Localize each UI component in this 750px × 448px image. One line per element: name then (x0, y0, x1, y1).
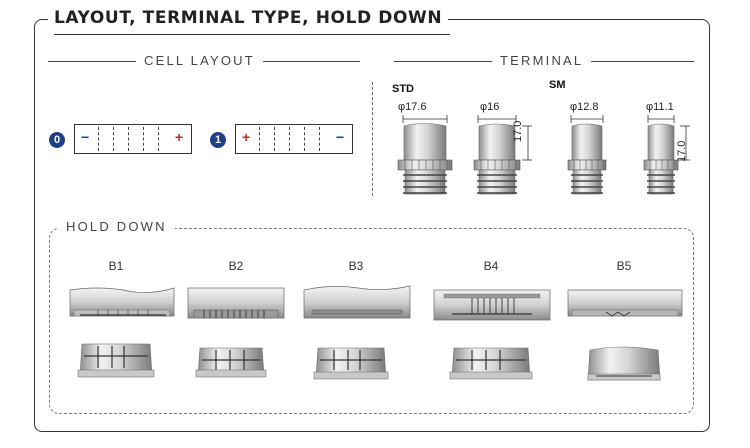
hold-down-heading: HOLD DOWN (58, 219, 175, 234)
terminal-1-diameter: φ17.6 (398, 101, 427, 113)
terminal-4-diameter: φ11.1 (646, 101, 674, 113)
hold-down-b3-label: B3 (348, 259, 364, 273)
terminal-heading: TERMINAL (492, 53, 592, 68)
terminal-group-std: STD (392, 83, 414, 95)
terminal-1-drawing (397, 115, 453, 195)
section-divider (372, 82, 373, 196)
terminal-4-height: 17.0 (676, 140, 688, 162)
hold-down-b4-label: B4 (483, 259, 499, 273)
terminal-2-drawing (473, 115, 532, 195)
hold-down-b2-label: B2 (228, 259, 244, 273)
terminal-3-drawing (567, 115, 607, 195)
hold-down-b1-drawing (69, 287, 175, 378)
layout-0-diagram: − + (74, 124, 192, 154)
layout-1-right-sign: − (336, 129, 345, 145)
hold-down-b2-drawing (187, 287, 285, 378)
layout-1-left-sign: + (242, 129, 251, 145)
hold-down-b4-drawing (433, 289, 551, 380)
layout-1-diagram: + − (235, 124, 353, 154)
layout-1-badge: 1 (210, 132, 226, 148)
hold-down-b5-drawing (567, 289, 683, 381)
terminal-4-drawing (643, 115, 690, 195)
layout-0-left-sign: − (81, 129, 90, 145)
terminal-3-diameter: φ12.8 (570, 101, 599, 113)
hold-down-b1-label: B1 (108, 259, 124, 273)
terminal-2-diameter: φ16 (480, 101, 500, 113)
cell-layout-heading: CELL LAYOUT (136, 53, 263, 68)
terminal-group-sm: SM (549, 79, 566, 91)
layout-0-right-sign: + (175, 129, 184, 145)
title-underline (54, 34, 450, 35)
hold-down-b5-label: B5 (616, 259, 632, 273)
page-title: LAYOUT, TERMINAL TYPE, HOLD DOWN (48, 8, 449, 28)
layout-0-badge: 0 (49, 132, 65, 148)
terminal-2-height: 17.0 (512, 120, 524, 142)
hold-down-b3-drawing (303, 285, 411, 380)
hold-down-panel (49, 228, 694, 414)
